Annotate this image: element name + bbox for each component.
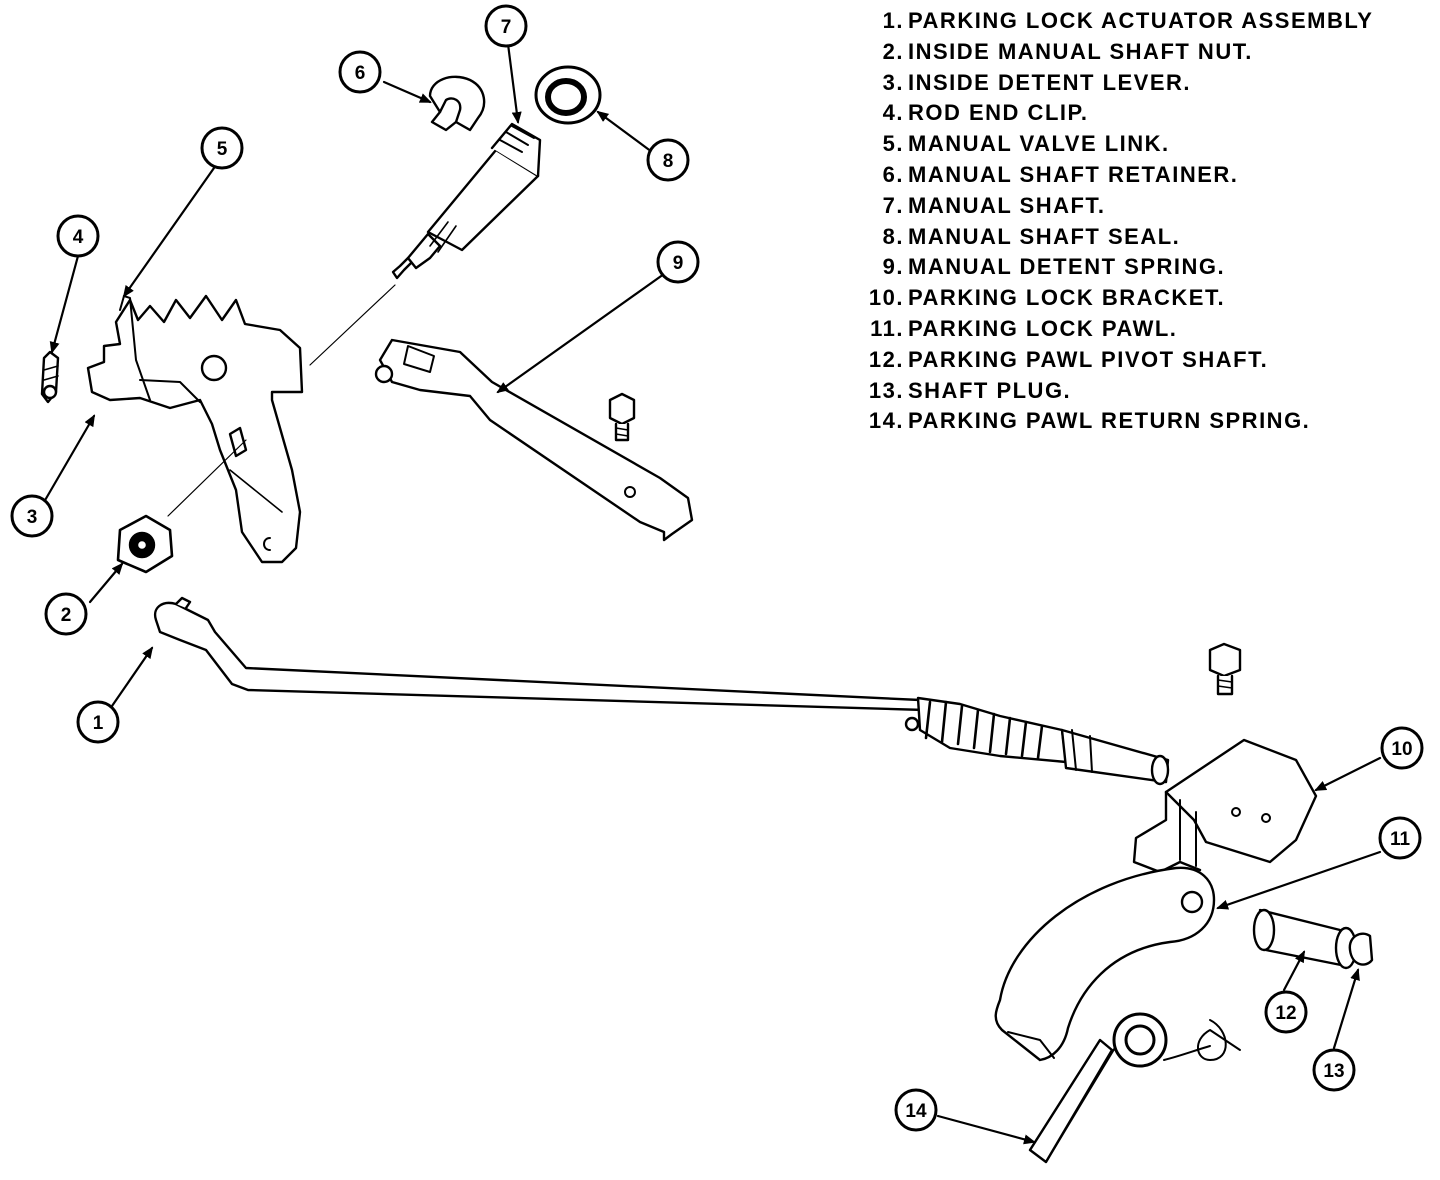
callout-12-label: 12 xyxy=(1275,1003,1296,1024)
legend-item-number: 14. xyxy=(868,408,904,434)
inside-detent-lever-part xyxy=(86,294,304,564)
legend-item-2: 2.INSIDE MANUAL SHAFT NUT. xyxy=(850,37,1430,68)
callout-10: 10 xyxy=(1380,726,1424,770)
manual-shaft-retainer-part xyxy=(428,75,486,132)
legend-item-number: 5. xyxy=(882,131,904,157)
legend-item-13: 13.SHAFT PLUG. xyxy=(850,376,1430,407)
callout-9: 9 xyxy=(656,240,700,284)
callout-12: 12 xyxy=(1264,990,1308,1034)
legend-item-label: MANUAL DETENT SPRING. xyxy=(908,254,1226,280)
callout-14: 14 xyxy=(894,1088,938,1132)
legend-item-10: 10.PARKING LOCK BRACKET. xyxy=(850,283,1430,314)
parking-lock-actuator-part xyxy=(153,596,1170,786)
legend-item-9: 9.MANUAL DETENT SPRING. xyxy=(850,252,1430,283)
legend-item-label: PARKING PAWL PIVOT SHAFT. xyxy=(908,346,1269,372)
callout-7-label: 7 xyxy=(501,17,512,38)
legend-item-12: 12.PARKING PAWL PIVOT SHAFT. xyxy=(850,345,1430,376)
legend-item-label: PARKING LOCK BRACKET. xyxy=(908,285,1226,311)
callout-4: 4 xyxy=(56,214,100,258)
parking-pawl-return-spring-part xyxy=(1028,1012,1241,1164)
callout-5: 5 xyxy=(200,126,244,170)
legend-item-label: PARKING LOCK ACTUATOR ASSEMBLY xyxy=(908,8,1374,33)
legend-item-number: 1. xyxy=(882,8,904,33)
bolt-lower xyxy=(1208,642,1242,696)
legend-item-label: INSIDE MANUAL SHAFT NUT. xyxy=(908,38,1253,64)
callout-6: 6 xyxy=(338,50,382,94)
rod-end-clip-part xyxy=(40,350,60,404)
callout-11: 11 xyxy=(1378,816,1422,860)
callout-1: 1 xyxy=(76,700,120,744)
callout-6-label: 6 xyxy=(355,63,366,84)
callout-3-label: 3 xyxy=(27,507,38,528)
legend-item-label: ROD END CLIP. xyxy=(908,100,1089,126)
parking-lock-bracket-part xyxy=(1132,738,1318,874)
callout-13-label: 13 xyxy=(1323,1061,1344,1082)
parking-lock-pawl-part xyxy=(994,866,1216,1062)
legend-item-4: 4.ROD END CLIP. xyxy=(850,98,1430,129)
legend-item-number: 12. xyxy=(868,346,904,372)
manual-detent-spring-part xyxy=(374,338,694,542)
callout-10-label: 10 xyxy=(1391,739,1412,760)
legend-item-number: 10. xyxy=(868,285,904,311)
legend-item-number: 13. xyxy=(868,377,904,403)
callout-8-label: 8 xyxy=(663,151,674,172)
legend-item-label: INSIDE DETENT LEVER. xyxy=(908,69,1192,95)
manual-shaft-seal-part xyxy=(534,65,602,125)
callout-3: 3 xyxy=(10,494,54,538)
legend-item-label: MANUAL SHAFT RETAINER. xyxy=(908,161,1239,187)
legend-item-label: PARKING PAWL RETURN SPRING. xyxy=(908,408,1311,434)
legend-item-label: MANUAL SHAFT SEAL. xyxy=(908,223,1181,249)
legend-item-7: 7.MANUAL SHAFT. xyxy=(850,191,1430,222)
legend-item-8: 8.MANUAL SHAFT SEAL. xyxy=(850,222,1430,253)
legend-item-label: PARKING LOCK PAWL. xyxy=(908,315,1178,341)
manual-shaft-part xyxy=(309,122,542,366)
legend-item-label: SHAFT PLUG. xyxy=(908,377,1072,403)
callout-11-label: 11 xyxy=(1390,829,1411,850)
legend-item-number: 11. xyxy=(870,315,904,341)
legend-item-label: MANUAL SHAFT. xyxy=(908,192,1106,218)
callout-leaders xyxy=(42,42,1382,1145)
callout-1-label: 1 xyxy=(93,713,104,734)
legend-item-number: 6. xyxy=(882,161,904,187)
legend-item-6: 6.MANUAL SHAFT RETAINER. xyxy=(850,160,1430,191)
legend-item-14: 14.PARKING PAWL RETURN SPRING. xyxy=(850,406,1430,437)
legend-item-number: 2. xyxy=(882,38,904,64)
legend-item-3: 3.INSIDE DETENT LEVER. xyxy=(850,68,1430,99)
callout-7: 7 xyxy=(484,4,528,48)
legend-item-1: 1.PARKING LOCK ACTUATOR ASSEMBLY xyxy=(850,6,1430,37)
legend-item-number: 4. xyxy=(882,100,904,126)
legend-item-number: 8. xyxy=(882,223,904,249)
callout-13: 13 xyxy=(1312,1048,1356,1092)
legend-item-11: 11.PARKING LOCK PAWL. xyxy=(850,314,1430,345)
inside-manual-shaft-nut-part xyxy=(116,439,247,574)
callout-14-label: 14 xyxy=(905,1101,927,1122)
callout-2-label: 2 xyxy=(61,605,72,626)
legend-item-5: 5.MANUAL VALVE LINK. xyxy=(850,129,1430,160)
shaft-plug-part xyxy=(1348,932,1374,966)
parking-pawl-pivot-shaft-part xyxy=(1252,908,1358,970)
legend-item-number: 7. xyxy=(882,192,904,218)
callout-2: 2 xyxy=(44,592,88,636)
callout-4-label: 4 xyxy=(73,227,84,248)
legend-item-label: MANUAL VALVE LINK. xyxy=(908,131,1170,157)
parts-legend: 1.PARKING LOCK ACTUATOR ASSEMBLY 2.INSID… xyxy=(850,6,1430,437)
callout-8: 8 xyxy=(646,138,690,182)
legend-item-number: 3. xyxy=(882,69,904,95)
bolt-upper xyxy=(608,392,636,442)
callout-9-label: 9 xyxy=(673,253,684,274)
legend-item-number: 9. xyxy=(882,254,904,280)
callout-5-label: 5 xyxy=(217,139,228,160)
